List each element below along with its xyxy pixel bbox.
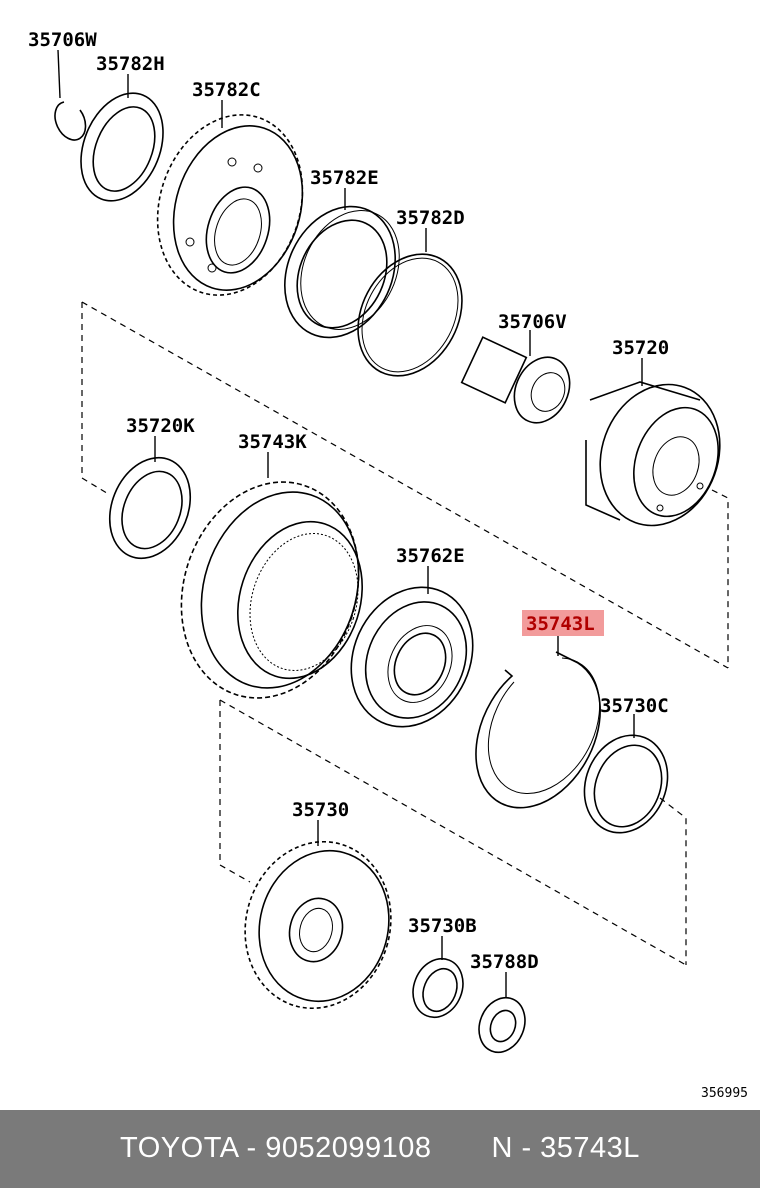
- washer-35782h[interactable]: [66, 74, 178, 213]
- ring-35782d[interactable]: [338, 228, 483, 394]
- washer-35720k[interactable]: [95, 436, 204, 570]
- bearing-35730b[interactable]: [405, 936, 472, 1025]
- label-35730: 35730: [292, 799, 349, 821]
- label-35782h: 35782H: [96, 53, 165, 75]
- differential-case-35720[interactable]: [581, 358, 739, 542]
- reference-number: 356995: [701, 1086, 748, 1101]
- gear-35730[interactable]: [227, 820, 410, 1025]
- highlight-35743l: [522, 610, 604, 636]
- label-35788d: 35788D: [470, 951, 539, 973]
- label-35782e: 35782E: [310, 167, 379, 189]
- label-35762e: 35762E: [396, 545, 465, 567]
- assembly-outline-upper: [81, 301, 729, 669]
- label-35743l: 35743L: [526, 613, 595, 635]
- washer-35788d[interactable]: [471, 972, 533, 1059]
- footer-bar: TOYOTA - 9052099108 N - 35743L: [0, 1110, 760, 1188]
- label-35706v: 35706V: [498, 311, 567, 333]
- exploded-parts-diagram: 35706W 35782H 35782C 35782E 35782D 35706…: [28, 29, 739, 1059]
- ring-gear-35743k[interactable]: [154, 452, 386, 721]
- label-35782d: 35782D: [396, 207, 465, 229]
- footer-part-text: TOYOTA - 9052099108 N - 35743L: [120, 1132, 640, 1164]
- gear-35782c[interactable]: [135, 96, 325, 314]
- bearing-35762e[interactable]: [329, 566, 495, 747]
- label-35720k: 35720K: [126, 415, 195, 437]
- label-35730b: 35730B: [408, 915, 477, 937]
- label-35720: 35720: [612, 337, 669, 359]
- label-35782c: 35782C: [192, 79, 261, 101]
- bearing-35782e[interactable]: [264, 188, 418, 356]
- label-35743k: 35743K: [238, 431, 307, 453]
- assembly-outline-lower: [219, 699, 687, 966]
- washer-35730c[interactable]: [570, 714, 682, 845]
- snap-ring-35743l[interactable]: [475, 634, 601, 809]
- pinion-shaft-35706v[interactable]: [460, 330, 580, 432]
- snap-ring-35706w[interactable]: [54, 49, 87, 141]
- label-35730c: 35730C: [600, 695, 669, 717]
- label-35706w: 35706W: [28, 29, 97, 51]
